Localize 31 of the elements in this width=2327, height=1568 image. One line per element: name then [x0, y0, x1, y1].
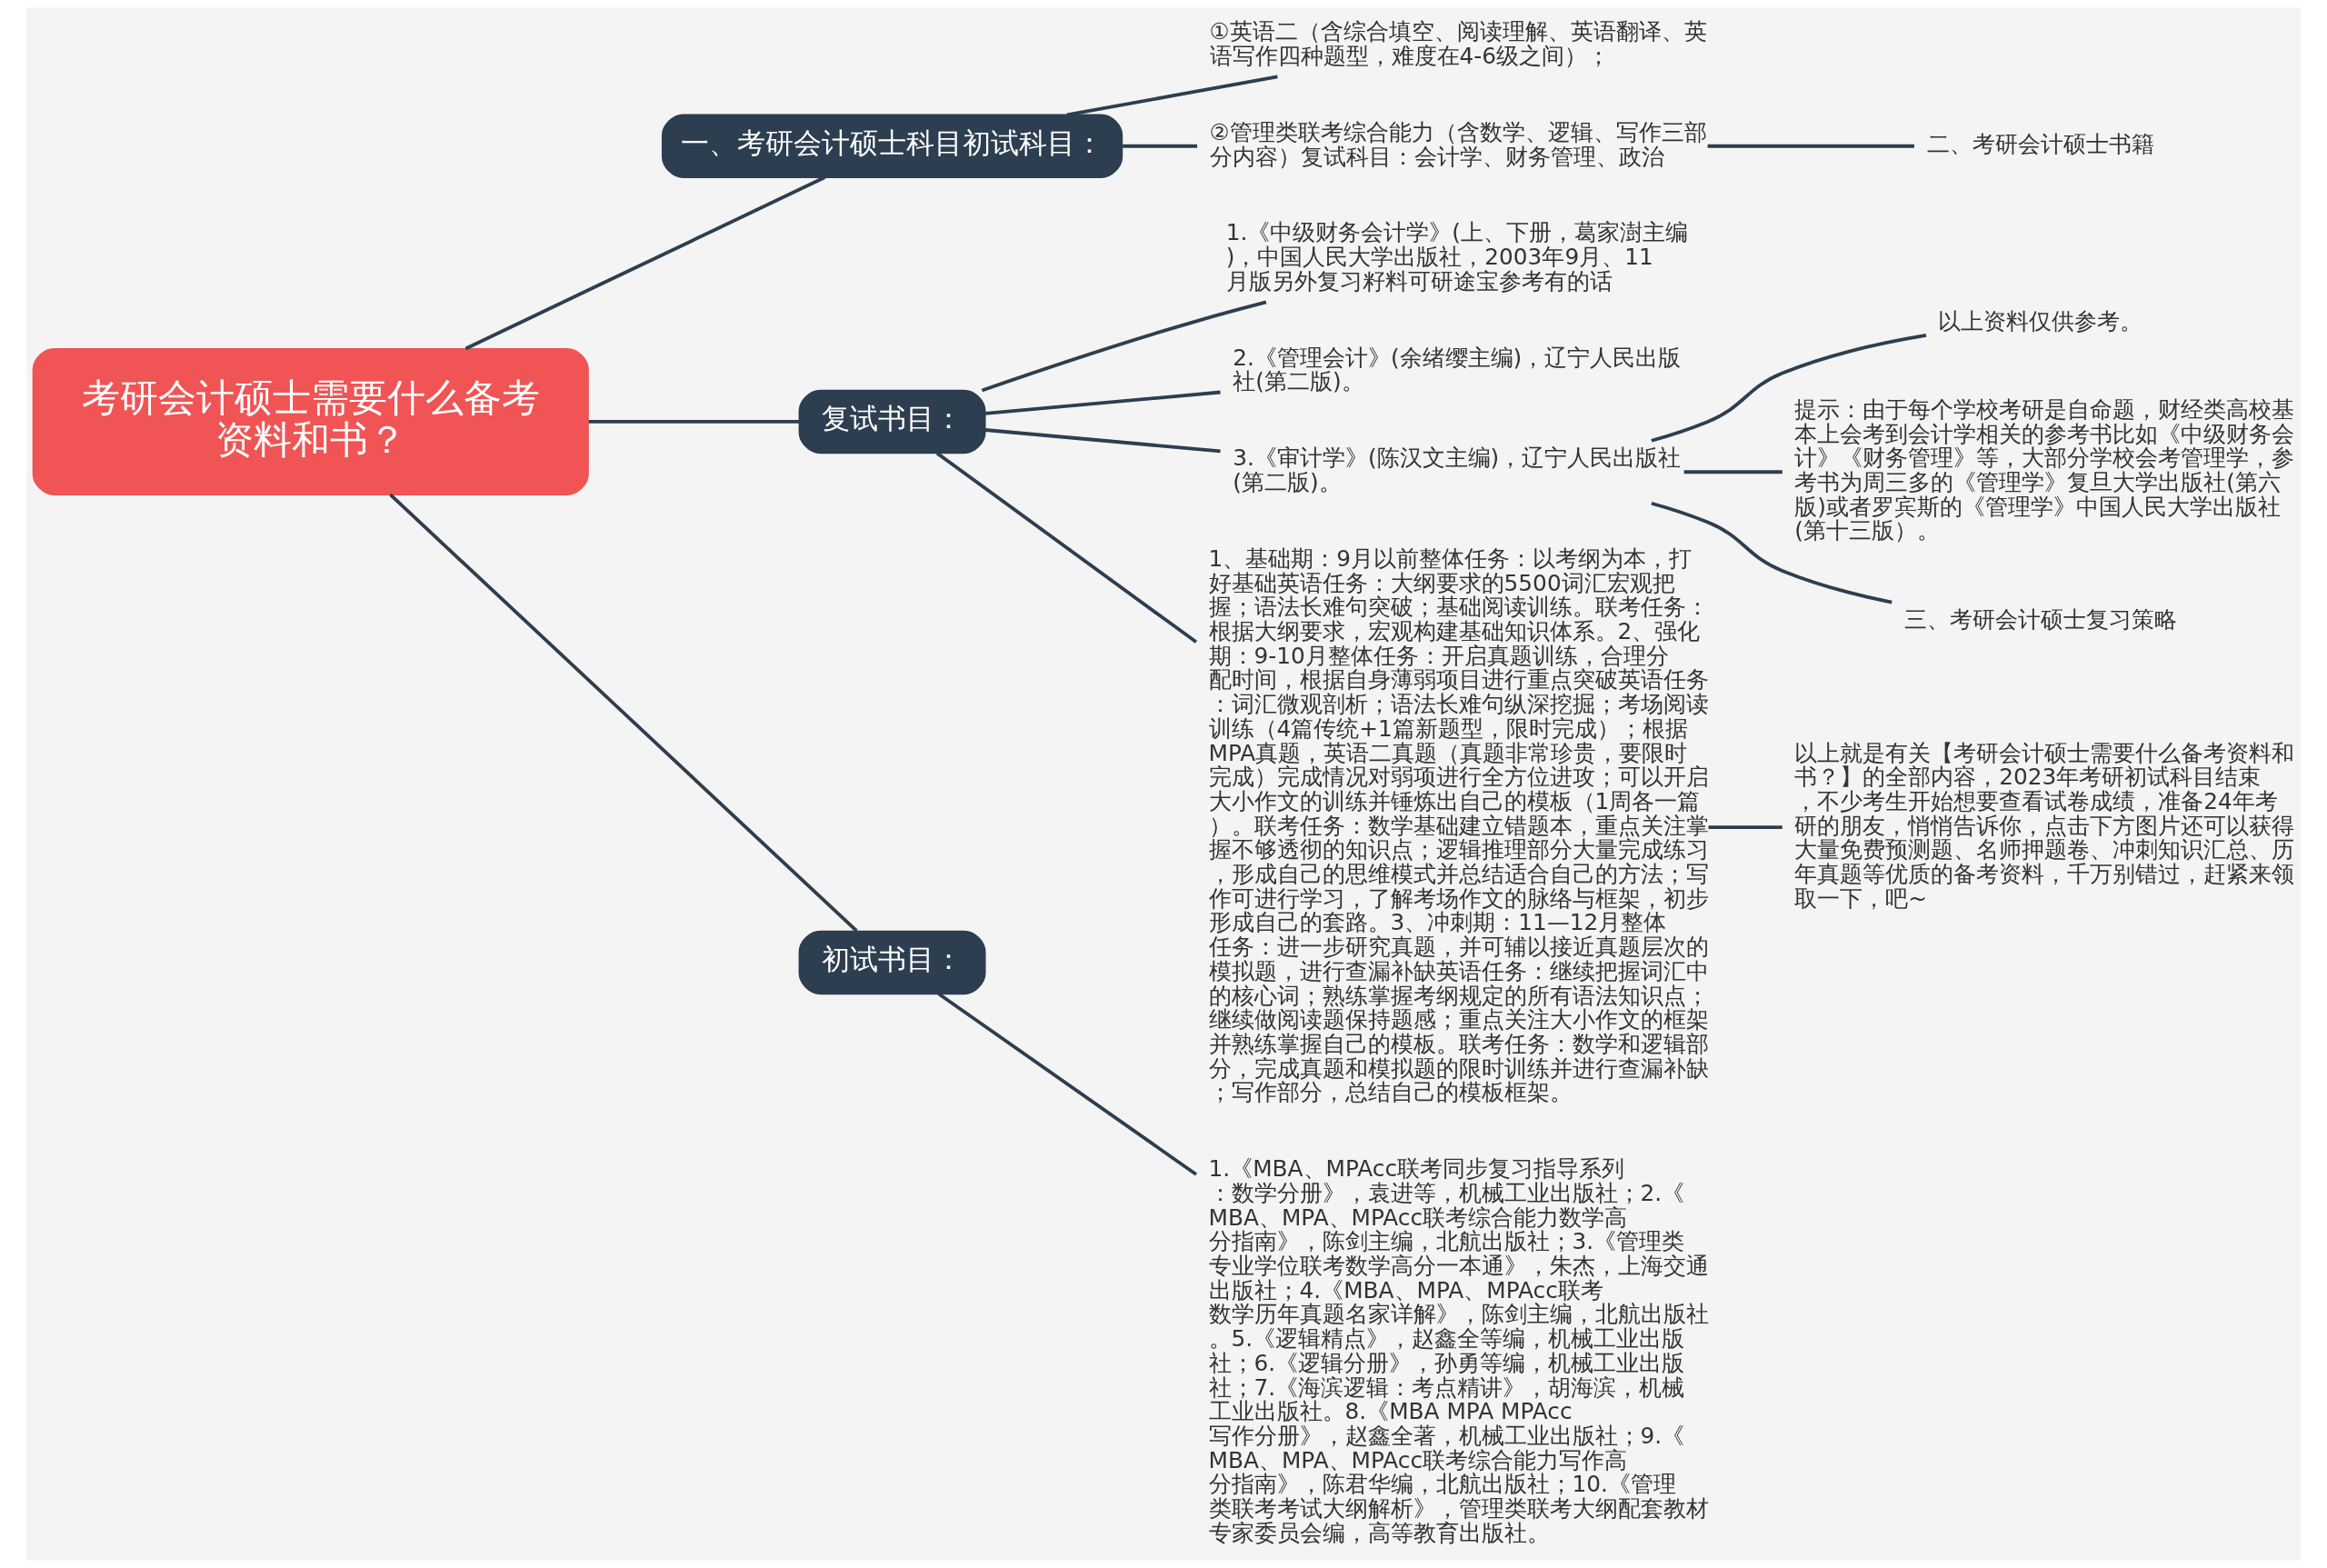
node-text: 3.《审计学》(陈汉文主编)，辽宁人民出版社(第二版)。 — [1233, 444, 1682, 496]
connector — [389, 493, 858, 933]
connector — [1651, 501, 1893, 604]
connector — [984, 390, 1221, 415]
connector — [1651, 334, 1927, 443]
node-text: 2.《管理会计》(余绪缨主编)，辽宁人民出版社(第二版)。 — [1233, 344, 1682, 395]
node-box: 考研会计硕士需要什么备考资料和书？ — [32, 347, 589, 495]
node-text: 提示：由于每个学校考研是自命题，财经类高校基本上会考到会计学相关的参考书比如《中级财务会计》《财务管理》等，大部分学校会考管理学，参考书为周三多的《管理学》复旦大学出版社(第六版)或者罗宾斯的《管理学》中国人民大学出版社(第十三版）。 — [1794, 395, 2295, 544]
node-box: 初试书目： — [798, 930, 986, 995]
connector — [1066, 75, 1278, 117]
connector — [464, 175, 826, 351]
node-box: 复试书目： — [798, 389, 986, 454]
connector — [937, 992, 1198, 1176]
connector — [1707, 144, 1914, 148]
node-text: 二、考研会计硕士书籍 — [1927, 131, 2155, 158]
connector — [588, 420, 800, 424]
node-box: 一、考研会计硕士科目初试科目： — [661, 114, 1124, 178]
connector — [1708, 825, 1783, 830]
node-text: 以上资料仅供参考。 — [1938, 307, 2143, 335]
connector — [981, 300, 1267, 393]
node-text: 1、基础期：9月以前整体任务：以考纲为本，打好基础英语任务：大纲要求的5500词汇宏观把握；语法长难句突破；基础阅读训练。联考任务：根据大纲要求，宏观构建基础知识体系。2、强化期：9-10月整体任务：开启真题训练，合理分配时间，根据自身薄弱项目进行重点突破英语任务：词汇微观剖析；语法长难句纵深挖掘；考场阅读训练（4篇传统+1篇新题型，限时完成）；根据MPA真题，英语二真题（真题非常珍贵，要限时完成）完成情况对弱项进行全方位进攻；可以开启大小作文的训练并锤炼出自己的模板（1周各一篇）。联考任务：数学基础建立错题本，重点关注掌握不够透彻的知识点；逻辑推理部分大量完成练习，形成自己的思维模式并总结适合自己的方法；写作可进行学习，了解考场作文的脉络与框架，初步形成自己的套路。3、冲刺期：11—12月整体任务：进一步研究真题，并可辅以接近真题层次的模拟题，进行查漏补缺英语任务：继续把握词汇中的核心词；熟练掌握考纲规定的所有语法知识点；继续做阅读题保持题感；重点关注大小作文的框架并熟练掌握自己的模板。联考任务：数学和逻辑部分，完成真题和模拟题的限时训练并进行查漏补缺；写作部分，总结自己的模板框架。 — [1208, 544, 1709, 1106]
node-text: 三、考研会计硕士复习策略 — [1904, 605, 2178, 633]
connector — [935, 452, 1198, 644]
node-text: 1.《中级财务会计学》(上、下册，葛家澍主编)，中国人民大学出版社，2003年9月、11月版另外复习籽料可研途宝参考有的话 — [1225, 219, 1688, 295]
node-text: 以上就是有关【考研会计硕士需要什么备考资料和书？】的全部内容，2023年考研初试科目结束，不少考生开始想要查看试卷成绩，准备24年考研的朋友，悄悄告诉你，点击下方图片还可以获得大量免费预测题、名师押题卷、冲刺知识汇总、历年真题等优质的备考资料，千万别错过，赶紧来领取一下，吧~ — [1794, 739, 2295, 912]
connector — [1683, 470, 1783, 474]
node-text: ①英语二（含综合填空、阅读理解、英语翻译、英语写作四种题型，难度在4-6级之间）； — [1209, 18, 1707, 69]
node-text: 1.《MBA、MPAcc联考同步复习指导系列：数学分册》，袁进等，机械工业出版社；2.《MBA、MPA、MPAcc联考综合能力数学高分指南》，陈剑主编，北航出版社；3.《管理类专业学位联考数学高分一本通》，朱杰，上海交通出版社；4.《MBA、MPA、MPAcc联考数学历年真题名家详解》，陈剑主编，北航出版社。5.《逻辑精点》，赵鑫全等编，机械工业出版社；6.《逻辑分册》，孙勇等编，机械工业出版社；7.《海滨逻辑：考点精讲》，胡海滨，机械工业出版社。8.《MBA MPA MPAcc写作分册》，赵鑫全著，机械工业出版社；9.《MBA、MPA、MPAcc联考综合能力写作高分指南》，陈君华编，北航出版社；10.《管理类联考考试大纲解析》，管理类联考大纲配套教材专家委员会编，高等教育出版社。 — [1208, 1155, 1709, 1546]
connector — [1123, 144, 1198, 148]
node-text: ②管理类联考综合能力（含数学、逻辑、写作三部分内容）复试科目：会计学、财务管理、政治 — [1209, 118, 1707, 170]
connector — [984, 428, 1221, 454]
